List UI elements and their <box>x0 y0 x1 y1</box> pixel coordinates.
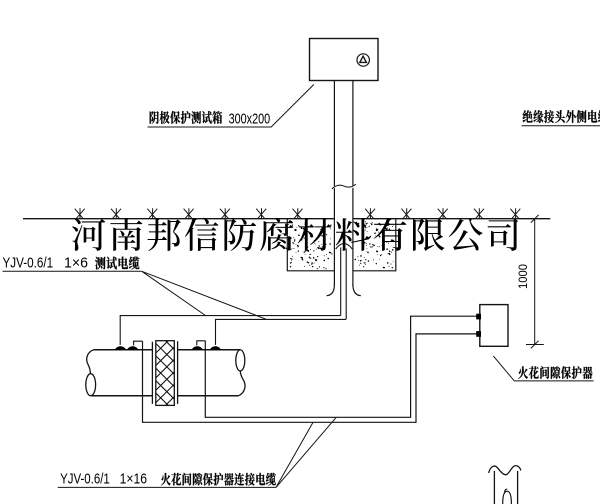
svg-text:YJV-0.6/1: YJV-0.6/1 <box>3 255 54 272</box>
svg-text:YJV-0.6/1: YJV-0.6/1 <box>60 470 110 487</box>
svg-text:1×16: 1×16 <box>120 470 147 487</box>
svg-text:1000: 1000 <box>518 264 530 289</box>
svg-text:300x200: 300x200 <box>229 110 271 127</box>
svg-text:1×6: 1×6 <box>64 255 88 272</box>
